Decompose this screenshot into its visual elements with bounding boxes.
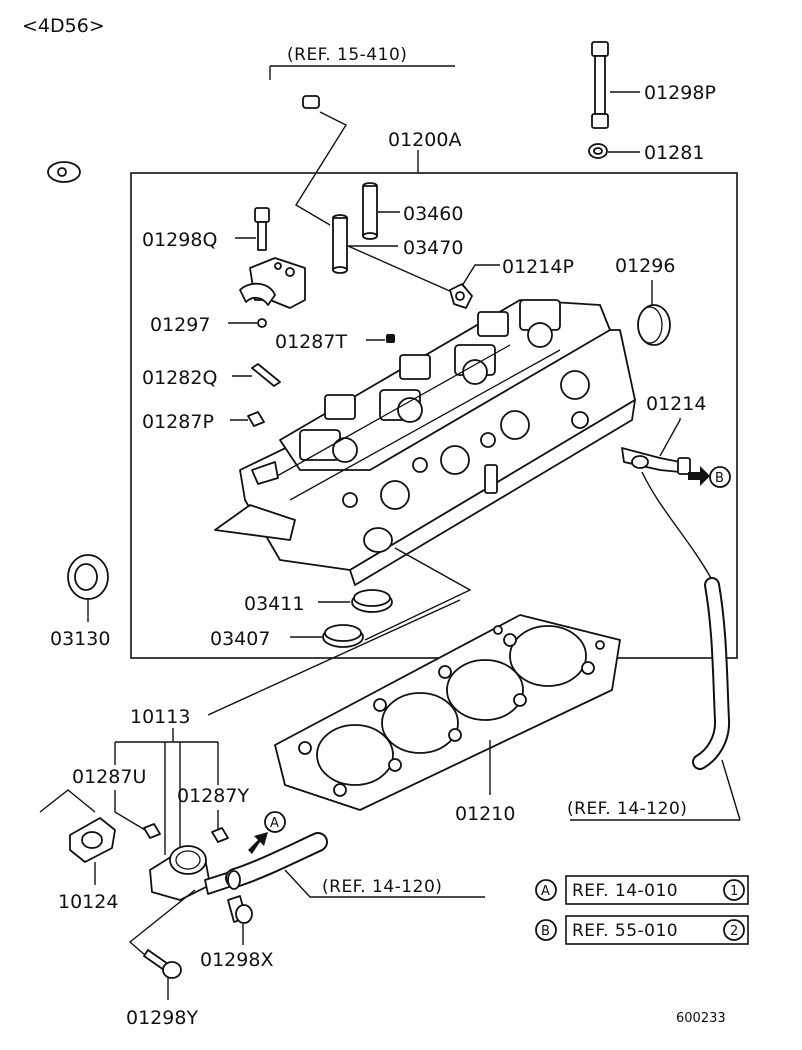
- bolt-01298p: [591, 41, 609, 129]
- plug-01287p: [247, 411, 265, 427]
- svg-text:B: B: [541, 924, 550, 939]
- bolt-01298y: [143, 949, 182, 979]
- callout-b: B: [709, 466, 731, 488]
- label-01297: 01297: [150, 314, 210, 336]
- label-01298p: 01298P: [644, 82, 716, 104]
- plug-01296: [637, 304, 671, 346]
- plug-01287u: [143, 823, 161, 839]
- figure-id: 600233: [676, 1011, 726, 1026]
- label-01282q: 01282Q: [142, 367, 217, 389]
- washer-01281: [588, 143, 608, 159]
- arrow-b: [688, 466, 710, 486]
- label-03130: 03130: [50, 628, 110, 650]
- cylinder-head: [214, 299, 636, 586]
- svg-text:A: A: [270, 816, 279, 831]
- ref-14-120-right-label: (REF. 14-120): [567, 799, 687, 819]
- bracket: [239, 257, 306, 309]
- seal-03130: [67, 554, 109, 600]
- arrow-a: [248, 832, 268, 854]
- ring-03407: [322, 624, 364, 648]
- svg-text:B: B: [715, 471, 724, 486]
- label-01214: 01214: [646, 393, 706, 415]
- assembly-frame: [130, 172, 738, 659]
- engine-tag: <4D56>: [22, 15, 105, 37]
- oil-pipe: [47, 46, 320, 188]
- hose-bottom: [225, 832, 328, 890]
- svg-text:REF. 55-010: REF. 55-010: [572, 921, 678, 941]
- svg-text:1: 1: [730, 884, 738, 899]
- gasket-10124: [69, 817, 116, 863]
- sensor-01214: [621, 447, 691, 475]
- label-01298y: 01298Y: [126, 1007, 198, 1029]
- label-10113: 10113: [130, 706, 190, 728]
- label-10124: 10124: [58, 891, 118, 913]
- label-01287t: 01287T: [275, 331, 347, 353]
- label-03407: 03407: [210, 628, 270, 650]
- plug-01287t: [386, 334, 395, 343]
- label-01287u: 01287U: [72, 766, 146, 788]
- head-gasket: [274, 614, 621, 811]
- legend-row-a: A REF. 14-010 1: [535, 875, 749, 905]
- label-01287p: 01287P: [142, 411, 214, 433]
- water-outlet-fitting: [149, 845, 233, 901]
- svg-text:REF. 14-010: REF. 14-010: [572, 881, 678, 901]
- label-03470: 03470: [403, 237, 463, 259]
- legend-row-b: B REF. 55-010 2: [535, 915, 749, 945]
- label-01298q: 01298Q: [142, 229, 217, 251]
- ref-15-410-label: (REF. 15-410): [287, 45, 407, 65]
- ref-14-120-bottom-label: (REF. 14-120): [322, 877, 442, 897]
- bolt-01298q: [254, 207, 270, 251]
- label-01281: 01281: [644, 142, 704, 164]
- pin-03470: [332, 214, 348, 274]
- ring-03411: [351, 589, 393, 613]
- plug-01287y: [211, 827, 229, 843]
- label-01296: 01296: [615, 255, 675, 277]
- assembly-label: 01200A: [388, 129, 461, 151]
- label-01214p: 01214P: [502, 256, 574, 278]
- label-03411: 03411: [244, 593, 304, 615]
- label-01287y: 01287Y: [177, 785, 249, 807]
- label-03460: 03460: [403, 203, 463, 225]
- stud-01282q: [251, 363, 281, 387]
- sensor-01214p: [449, 283, 473, 309]
- svg-text:A: A: [541, 884, 550, 899]
- label-01298x: 01298X: [200, 949, 273, 971]
- pin-03460: [362, 182, 378, 240]
- hose-right: [641, 471, 731, 770]
- callout-a: A: [264, 811, 286, 833]
- svg-text:2: 2: [730, 924, 738, 939]
- ball-01297: [257, 318, 267, 328]
- bolt-01298x: [227, 895, 253, 924]
- label-01210: 01210: [455, 803, 515, 825]
